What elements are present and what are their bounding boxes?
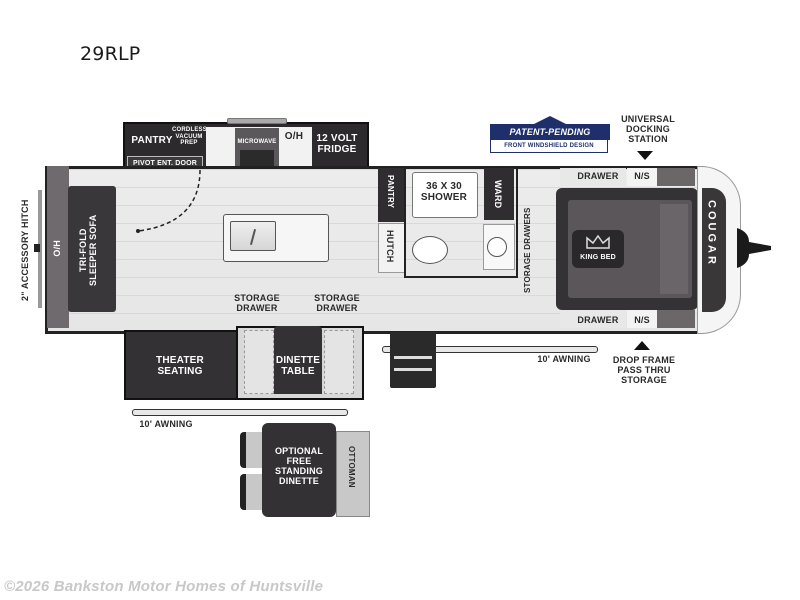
cordless-vacuum-label: CORDLESS VACUUM PREP: [172, 127, 207, 147]
fridge-label: 12 VOLT FRIDGE: [312, 133, 362, 155]
drawer-bottom-label: DRAWER: [577, 315, 619, 325]
sleeper-sofa: [68, 186, 116, 312]
front-cabinet-bottom: [657, 310, 695, 328]
stove-grate: [240, 150, 274, 166]
arrow-up-icon: [634, 341, 650, 350]
bed-pillows: [660, 204, 688, 294]
label-line: DINETTE: [279, 476, 319, 487]
ns-top: [627, 168, 657, 186]
storage-drawer-1-label: STORAGE DRAWER: [226, 293, 288, 313]
front-cabinet-top: [657, 168, 695, 186]
pantry-top-label: PANTRY: [131, 135, 173, 146]
ns-bottom-label: N/S: [634, 315, 650, 325]
label-line: VACUUM: [175, 133, 203, 140]
callout-line: DROP FRAME: [612, 355, 676, 365]
label-line: PREP: [180, 140, 198, 147]
awning-rear: [132, 409, 348, 416]
ns-bottom: [627, 310, 657, 328]
sofa-label: TRI-FOLD SLEEPER SOFA: [78, 195, 98, 305]
entry-steps: [390, 332, 436, 388]
hutch-label: HUTCH: [385, 230, 396, 263]
hutch: [378, 223, 406, 273]
step-tread: [394, 368, 432, 371]
wardrobe: [484, 168, 514, 220]
awning-front-label: 10' AWNING: [537, 354, 591, 364]
drawer-top: [560, 168, 626, 186]
pantry-mid-label: PANTRY: [385, 175, 395, 209]
drawer-bottom: [560, 310, 626, 328]
awning-rear-label: 10' AWNING: [139, 419, 193, 429]
copyright-watermark: ©2026 Bankston Motor Homes of Huntsville: [4, 578, 324, 595]
label-line: TRI-FOLD: [78, 228, 88, 272]
label-line: 36 X 30: [426, 181, 462, 192]
step-tread: [394, 356, 432, 359]
label-line: FRIDGE: [317, 144, 357, 156]
window-top: [227, 118, 287, 124]
dinette-bench-right: [324, 330, 354, 394]
label-line: FREE: [286, 456, 312, 467]
king-bed-label: KING BED: [580, 254, 616, 261]
brand-label: COUGAR: [705, 200, 718, 267]
drop-frame-callout: DROP FRAME PASS THRU STORAGE: [608, 355, 680, 385]
oh-rear-label: O/H: [52, 240, 62, 257]
callout-line: STATION: [628, 134, 668, 145]
patent-pending-badge: PATENT-PENDING DESIGN FRONT WINDSHIELD D…: [490, 116, 610, 154]
label-line: SEATING: [157, 366, 203, 378]
microwave-label: MICROWAVE: [237, 139, 277, 145]
label-line: 12 VOLT: [316, 133, 358, 144]
label-line: STORAGE: [314, 293, 360, 303]
toilet-icon: [412, 236, 448, 264]
rear-wall-cabinet: [47, 166, 69, 328]
storage-drawers-vertical-label: STORAGE DRAWERS: [523, 207, 532, 293]
label-line: TABLE: [281, 366, 315, 378]
label-line: OPTIONAL: [274, 446, 324, 456]
callout-line: UNIVERSAL: [621, 114, 675, 124]
oh-top-label: O/H: [284, 131, 304, 142]
label-line: DRAWER: [316, 303, 358, 314]
badge-bottom-text: FRONT WINDSHIELD DESIGN: [490, 139, 608, 153]
optional-dinette-table: [262, 423, 336, 517]
storage-drawer-2-label: STORAGE DRAWER: [306, 293, 368, 313]
pantry-mid: [378, 168, 404, 222]
label-line: CORDLESS: [172, 127, 207, 133]
drawer-top-label: DRAWER: [577, 171, 619, 181]
label-line: SHOWER: [420, 192, 468, 204]
accessory-hitch-label: 2" ACCESSORY HITCH: [20, 199, 30, 301]
callout-line: DOCKING: [626, 124, 670, 135]
door-swing-icon: [136, 169, 201, 233]
crown-icon: [586, 234, 610, 249]
shower-label: 36 X 30 SHOWER: [412, 181, 476, 203]
bathroom: [404, 168, 518, 278]
optional-dinette-label: OPTIONAL FREE STANDING DINETTE: [262, 446, 336, 486]
label-line: SLEEPER SOFA: [88, 214, 99, 286]
label-line: DRAWER: [236, 303, 278, 314]
sink-bowl-icon: [487, 237, 507, 257]
label-line: DINETTE: [275, 355, 321, 366]
awning-front: [382, 346, 598, 353]
living-slideout: [124, 330, 240, 400]
universal-docking-callout: UNIVERSAL DOCKING STATION: [612, 114, 684, 144]
dinette-label: DINETTE TABLE: [270, 355, 326, 377]
callout-line: PASS THRU: [617, 365, 671, 376]
callout-line: STORAGE: [621, 375, 667, 386]
model-title: 29RLP: [80, 43, 141, 65]
theater-label: THEATER SEATING: [124, 355, 236, 377]
label-line: THEATER: [156, 355, 204, 366]
badge-top-text: PATENT-PENDING DESIGN: [490, 124, 610, 151]
arrow-down-icon: [637, 151, 653, 160]
ottoman: [336, 431, 370, 517]
badge-peak-icon: [534, 116, 566, 124]
hitch-knob: [34, 244, 40, 252]
label-line: STORAGE: [234, 293, 280, 303]
dinette-bench-left: [244, 330, 274, 394]
ns-top-label: N/S: [634, 171, 650, 181]
ottoman-label: OTTOMAN: [346, 446, 356, 488]
dinette-table: [274, 326, 322, 394]
hitch-bar: [38, 190, 42, 308]
ward-label: WARD: [493, 180, 504, 209]
label-line: STANDING: [275, 466, 323, 477]
front-emblem: [702, 188, 726, 312]
shower: [412, 172, 478, 218]
hitch-coupler-icon: [737, 228, 771, 268]
